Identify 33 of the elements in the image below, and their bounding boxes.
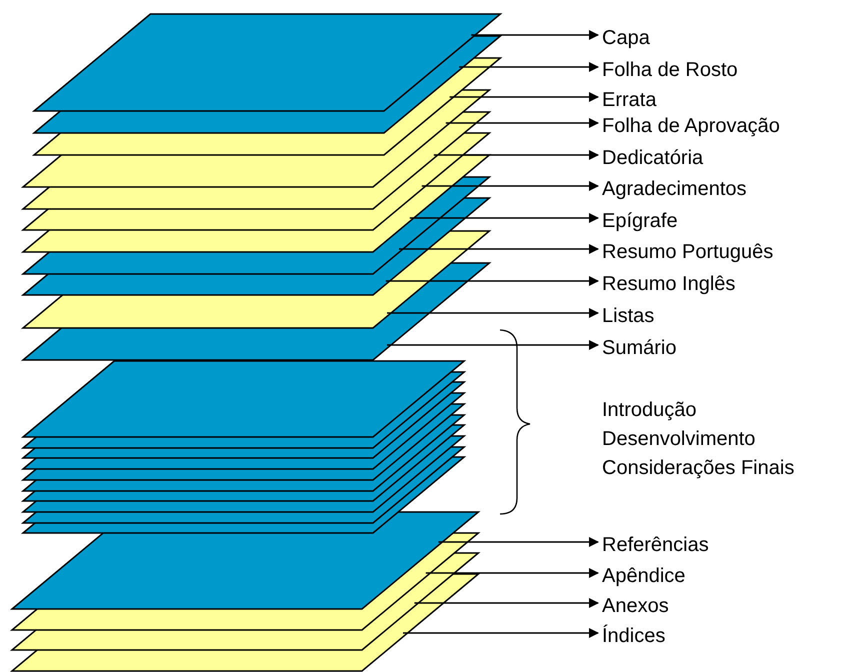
section-label: Introdução [602, 399, 697, 421]
leader-arrow [387, 340, 599, 350]
section-label: Resumo Português [602, 241, 774, 263]
section-label: Listas [602, 305, 654, 327]
section-label: Dedicatória [602, 147, 704, 169]
leader-arrow [403, 628, 599, 638]
leader-arrow [410, 213, 599, 223]
section-label: Desenvolvimento [602, 428, 756, 450]
leader-arrow [387, 308, 599, 318]
page-sheet [34, 14, 500, 111]
section-label: Resumo Inglês [602, 273, 736, 295]
section-label: Sumário [602, 337, 676, 359]
section-label: Folha de Aprovação [602, 115, 780, 137]
leader-arrow [459, 62, 599, 72]
page-sheet [23, 361, 464, 437]
leader-arrow [471, 30, 599, 40]
section-label: Índices [602, 625, 666, 647]
section-label: Capa [602, 27, 650, 49]
leader-arrow [434, 150, 599, 160]
section-label: Errata [602, 89, 656, 111]
section-label: Referências [602, 534, 709, 556]
section-label: Considerações Finais [602, 457, 794, 479]
section-label: Apêndice [602, 565, 686, 587]
section-label: Epígrafe [602, 210, 678, 232]
section-label: Agradecimentos [602, 178, 747, 200]
leader-arrow [446, 118, 599, 128]
section-label: Anexos [602, 595, 669, 617]
leader-arrow [438, 537, 599, 547]
page-sheet [23, 263, 490, 360]
section-label: Folha de Rosto [602, 59, 738, 81]
leader-arrow [426, 568, 599, 578]
page-sheet [12, 574, 478, 670]
leader-arrow [386, 276, 599, 286]
